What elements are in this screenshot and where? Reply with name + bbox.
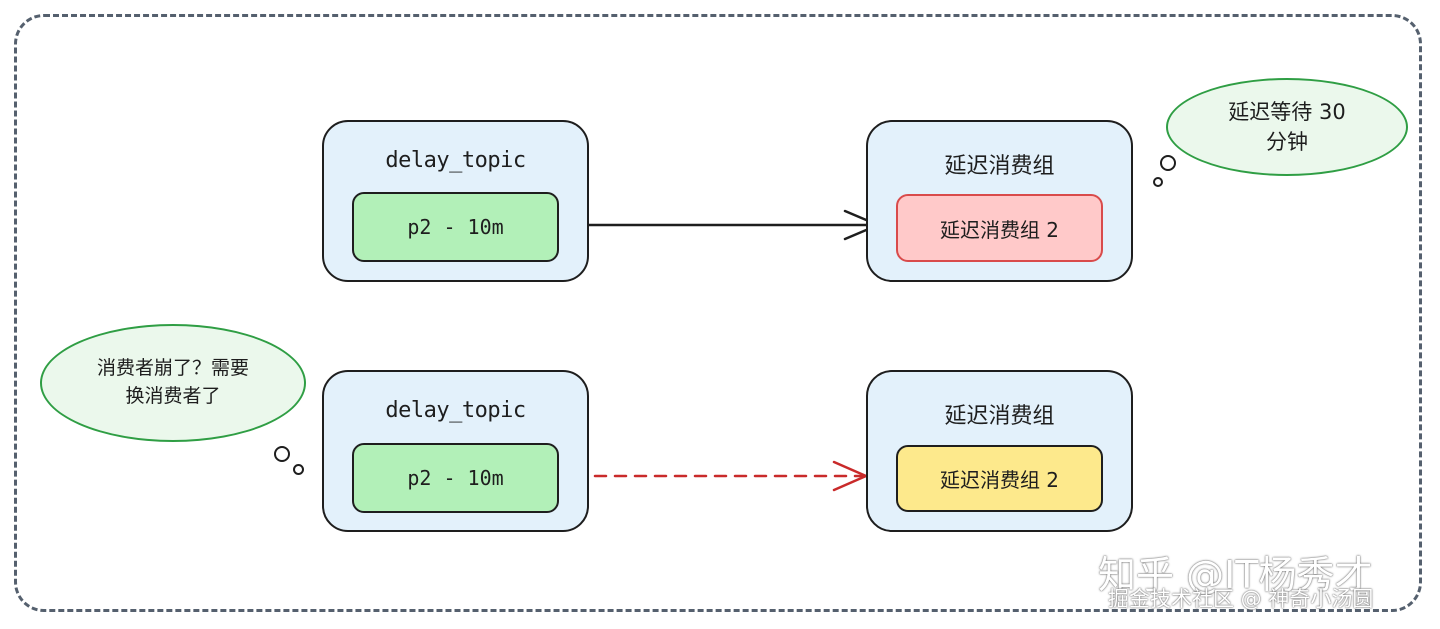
bottom-bubble-line2: 换消费者了 bbox=[125, 385, 221, 407]
dashed-arrow bbox=[573, 460, 868, 492]
juejin-watermark: 掘金技术社区 @ 神奇小汤圆 bbox=[1108, 587, 1374, 611]
top-consumer-group-box: 延迟消费组 延迟消费组 2 bbox=[866, 120, 1133, 282]
top-partition-label: p2 - 10m bbox=[352, 192, 559, 262]
top-thought-bubble: 延迟等待 30 分钟 bbox=[1166, 78, 1408, 176]
bottom-partition-label: p2 - 10m bbox=[352, 443, 559, 513]
top-thought-dot-small bbox=[1153, 177, 1163, 187]
bottom-consumer-group-box: 延迟消费组 延迟消费组 2 bbox=[866, 370, 1133, 532]
top-consumer-label: 延迟消费组 2 bbox=[896, 194, 1103, 262]
zhihu-watermark: 知乎 @IT杨秀才 bbox=[1098, 553, 1373, 597]
bottom-bubble-line1: 消费者崩了？需要 bbox=[96, 357, 249, 380]
bottom-thought-dot-small bbox=[293, 464, 304, 475]
bottom-topic-box: delay_topic p2 - 10m bbox=[322, 370, 589, 532]
dashed-outer-frame bbox=[14, 14, 1422, 612]
bottom-topic-title: delay_topic bbox=[385, 398, 526, 423]
top-bubble-line2: 分钟 bbox=[1266, 130, 1308, 154]
bottom-consumer-label: 延迟消费组 2 bbox=[896, 445, 1103, 512]
bottom-thought-bubble: 消费者崩了？需要 换消费者了 bbox=[40, 324, 306, 442]
top-thought-dot-large bbox=[1160, 155, 1176, 171]
top-topic-title: delay_topic bbox=[385, 148, 526, 173]
top-bubble-line1: 延迟等待 30 bbox=[1228, 99, 1346, 124]
bottom-consumer-group-title: 延迟消费组 bbox=[944, 404, 1055, 429]
solid-arrow bbox=[573, 209, 880, 241]
bottom-thought-dot-large bbox=[274, 446, 290, 462]
top-consumer-group-title: 延迟消费组 bbox=[944, 154, 1055, 179]
top-topic-box: delay_topic p2 - 10m bbox=[322, 120, 589, 282]
